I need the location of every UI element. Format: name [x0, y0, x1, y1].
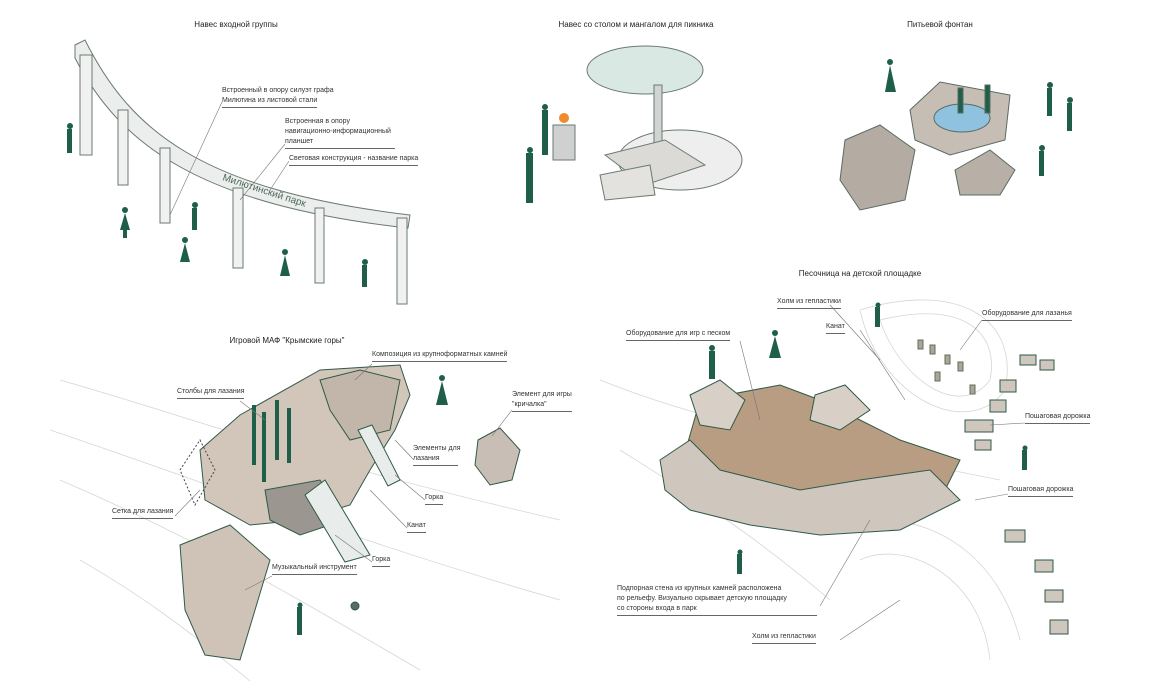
label-climb-2: лазания — [413, 454, 458, 466]
drinking-fountain — [839, 81, 1016, 211]
label-shout-2: "кричалка" — [512, 400, 572, 412]
label-path-1: Пошаговая дорожка — [1025, 412, 1091, 424]
label-climb-1: Элементы для — [413, 445, 461, 452]
label-sand-equipment: Оборудование для игр с песком — [626, 329, 731, 341]
stepping-stones — [964, 354, 1069, 635]
label-navigation-1: Встроенная в опору — [285, 118, 350, 125]
label-slide-1: Горка — [425, 493, 444, 505]
label-music: Музыкальный инструмент — [272, 563, 357, 575]
label-silhouette-1: Встроенный в опору силуэт графа — [222, 87, 334, 94]
label-climb-equipment: Оборудование для лазанья — [982, 309, 1072, 321]
label-hill-1: Холм из гепластики — [777, 297, 841, 309]
label-navigation-3: планшет — [285, 137, 395, 149]
label-rope-sandbox: Канат — [826, 322, 845, 334]
fountain-title: Питьевой фонтан — [907, 20, 973, 29]
picnic-title: Навес со столом и мангалом для пикника — [558, 20, 714, 29]
label-path-2: Пошаговая дорожка — [1008, 485, 1074, 497]
label-net: Сетка для лазания — [112, 507, 174, 519]
leader-lines — [169, 101, 1026, 641]
label-navigation-2: навигационно-информационный — [285, 128, 391, 135]
label-wall-3: со стороны входа в парк — [617, 604, 817, 616]
climbing-net — [179, 439, 216, 507]
label-wall-1: Подпорная стена из крупных камней распол… — [617, 585, 782, 592]
label-poles: Столбы для лазания — [177, 387, 245, 399]
climbing-poles — [252, 400, 291, 482]
label-silhouette-2: Милютина из листовой стали — [222, 96, 318, 108]
play-structure-crimean-mountains — [179, 364, 521, 661]
label-light-construction: Световая конструкция - название парка — [289, 154, 419, 166]
play-title: Игровой МАФ "Крымские горы" — [229, 336, 345, 345]
entrance-canopy: Милютинский парк — [74, 39, 411, 305]
climbing-stumps — [917, 339, 976, 395]
label-stones: Композиция из крупноформатных камней — [372, 350, 508, 362]
label-slide-2: Горка — [372, 555, 391, 567]
sandbox-playground — [659, 339, 1069, 635]
label-wall-2: по рельефу. Визуально скрывает детскую п… — [617, 595, 787, 602]
people-figures — [67, 59, 1073, 635]
label-hill-2: Холм из гепластики — [752, 632, 816, 644]
label-rope: Канат — [407, 521, 426, 533]
entrance-title: Навес входной группы — [194, 20, 278, 29]
picnic-canopy — [552, 45, 743, 201]
label-shout-1: Элемент для игры — [512, 391, 572, 398]
sandbox-title: Песочница на детской площадке — [798, 269, 922, 278]
